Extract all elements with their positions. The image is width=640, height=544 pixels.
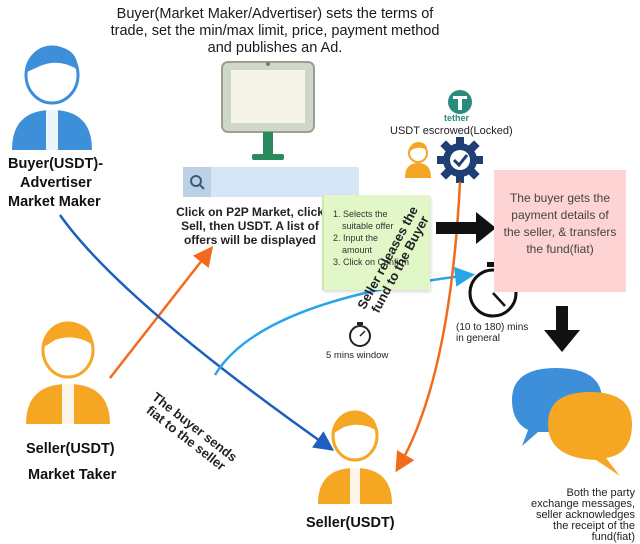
stopwatch-small-icon [349,322,371,347]
exchange-note: Both the party exchange messages, seller… [500,488,635,543]
sticky-step: 1. Selects the [333,209,388,219]
seller-left-label: Seller(USDT) Market Taker [26,436,116,488]
buyer-label: Buyer(USDT)- Advertiser Market Maker [8,155,108,212]
exchange-note-line: Both the party [566,487,636,499]
tether-logo-icon [448,90,472,114]
buyer-label-line3: Market Maker [8,194,101,210]
exchange-note-line: exchange messages, [531,498,635,510]
sticky-step: suitable offer [342,221,394,231]
mins-line1: (10 to 180) mins [456,322,529,333]
sticky-step: 3. Click on Confirm [333,257,410,267]
p2p-instructions: Click on P2P Market, click Sell, then US… [176,205,324,247]
payment-details-box: The buyer gets the payment details of th… [494,170,626,292]
small-person-icon [405,142,431,178]
seller-person-icon-left [26,321,110,424]
buyer-person-icon [12,45,92,150]
sticky-step: amount [342,245,373,255]
sticky-note-steps: 1. Selects the suitable offer 2. Input t… [322,195,430,290]
five-min-label: 5 mins window [326,350,389,361]
gear-check-icon [437,137,483,183]
diagram-title: Buyer(Market Maker/Advertiser) sets the … [110,6,440,56]
buyer-label-line1: Buyer(USDT)- [8,156,104,172]
mins-line2: in general [456,333,500,344]
black-arrow-right [436,212,496,244]
seller-bottom-label: Seller(USDT) [306,515,395,531]
blue-arrow-buyer-to-seller [58,214,335,451]
search-button[interactable] [183,167,211,197]
seller-person-icon-bottom [318,410,392,504]
seller-left-line2: Market Taker [28,467,117,483]
buyer-label-line2: Advertiser [20,175,92,191]
exchange-note-line: fund(fiat) [591,531,635,543]
black-arrow-down [544,306,580,352]
monitor-icon [221,61,315,160]
sticky-step: 2. Input the [333,233,379,243]
seller-left-line1: Seller(USDT) [26,441,115,457]
orange-arrow-to-search [109,246,214,379]
tether-word: tether [444,113,470,123]
chat-bubbles-icon [512,368,632,476]
exchange-note-line: seller acknowledges [535,509,635,521]
mins-label: (10 to 180) mins in general [456,322,546,344]
exchange-note-line: the receipt of the [553,520,635,532]
search-bar[interactable] [183,167,359,197]
escrow-label: USDT escrowed(Locked) [390,125,513,137]
search-icon [190,175,205,190]
